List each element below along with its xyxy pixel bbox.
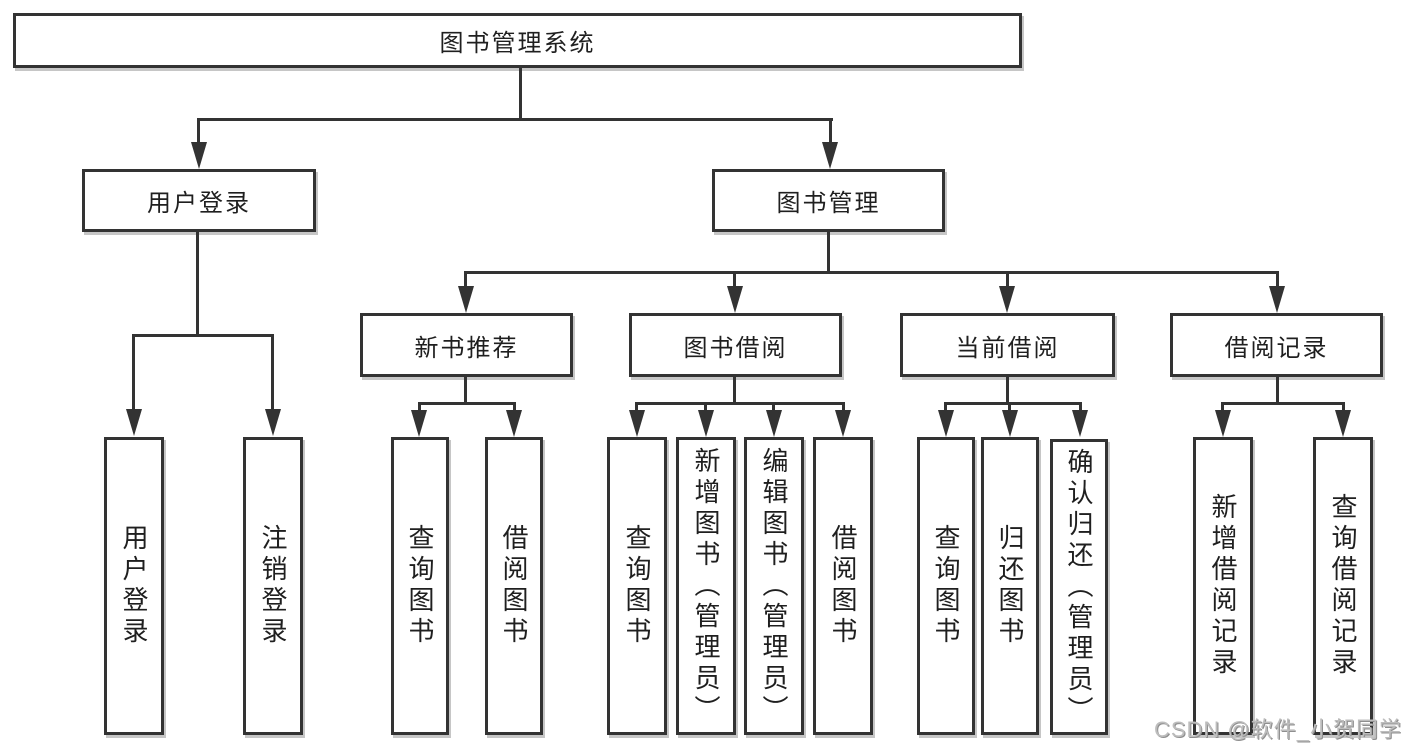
leaf-cb-confirm-return-admin: 确认归还（管理员） — [1050, 439, 1108, 735]
connector-line — [464, 271, 1279, 274]
leaf-nb-query-books: 查询图书 — [391, 437, 449, 735]
leaf-user-login-label: 用户登录 — [119, 524, 149, 648]
leaf-cb-return-books: 归还图书 — [981, 437, 1039, 735]
leaf-br-add-borrow-record: 新增借阅记录 — [1193, 437, 1253, 735]
node-root-label: 图书管理系统 — [439, 30, 596, 57]
arrow-head — [938, 410, 954, 437]
leaf-bb-query-books: 查询图书 — [607, 437, 667, 735]
connector-line — [733, 377, 736, 405]
arrow-head — [1072, 410, 1088, 437]
leaf-bb-add-books-admin: 新增图书（管理员） — [676, 437, 736, 735]
connector-line — [1276, 377, 1279, 405]
arrow-head — [698, 410, 714, 437]
watermark: CSDN @软件_小贺同学 — [1153, 717, 1402, 742]
leaf-nb-borrow-books: 借阅图书 — [485, 437, 543, 735]
node-current-borrowing-label: 当前借阅 — [955, 334, 1060, 362]
arrow-head — [999, 286, 1015, 313]
connector-line — [132, 334, 274, 337]
leaf-cb-query-books-label: 查询图书 — [931, 524, 961, 648]
connector-line — [1221, 402, 1224, 413]
connector-line — [1079, 402, 1082, 413]
node-book-management-label: 图书管理 — [776, 190, 881, 217]
node-user-login: 用户登录 — [82, 169, 316, 232]
connector-line — [944, 402, 947, 413]
leaf-bb-add-books-admin-label: 新增图书（管理员） — [691, 446, 721, 726]
connector-line — [733, 271, 736, 288]
node-borrowing-records-label: 借阅记录 — [1224, 334, 1329, 362]
connector-line — [418, 402, 421, 413]
connector-line — [418, 402, 516, 405]
node-book-management: 图书管理 — [712, 169, 945, 232]
connector-line — [1342, 402, 1345, 413]
leaf-bb-borrow-books-label: 借阅图书 — [828, 524, 858, 648]
node-current-borrowing: 当前借阅 — [900, 313, 1115, 377]
arrow-head — [191, 142, 207, 169]
arrow-head — [1269, 286, 1285, 313]
leaf-br-query-borrow-record-label: 查询借阅记录 — [1328, 493, 1358, 679]
connector-line — [132, 334, 135, 410]
leaf-cb-confirm-return-admin-label: 确认归还（管理员） — [1064, 447, 1094, 727]
connector-line — [513, 402, 516, 413]
connector-line — [635, 402, 638, 413]
arrow-head — [835, 410, 851, 437]
node-new-book-recommend: 新书推荐 — [360, 313, 573, 377]
leaf-bb-query-books-label: 查询图书 — [622, 524, 652, 648]
connector-line — [704, 402, 707, 413]
arrow-head — [126, 409, 142, 436]
connector-line — [772, 402, 775, 413]
connector-line — [944, 402, 1082, 405]
connector-line — [1008, 402, 1011, 413]
leaf-nb-borrow-books-label: 借阅图书 — [499, 524, 529, 648]
connector-line — [842, 402, 845, 413]
connector-line — [829, 118, 832, 146]
connector-line — [1221, 402, 1345, 405]
node-borrowing-records: 借阅记录 — [1170, 313, 1383, 377]
leaf-bb-edit-books-admin-label: 编辑图书（管理员） — [759, 446, 789, 726]
connector-line — [196, 232, 199, 337]
node-new-book-recommend-label: 新书推荐 — [414, 334, 519, 362]
node-user-login-label: 用户登录 — [147, 190, 251, 217]
leaf-bb-edit-books-admin: 编辑图书（管理员） — [744, 437, 804, 735]
connector-line — [464, 271, 467, 288]
arrow-head — [506, 410, 522, 437]
connector-line — [197, 118, 200, 146]
leaf-cb-return-books-label: 归还图书 — [995, 524, 1025, 648]
connector-line — [197, 118, 833, 121]
arrow-head — [1002, 410, 1018, 437]
leaf-br-query-borrow-record: 查询借阅记录 — [1313, 437, 1373, 735]
leaf-logout: 注销登录 — [243, 437, 303, 735]
arrow-head — [766, 410, 782, 437]
arrow-head — [458, 286, 474, 313]
arrow-head — [265, 409, 281, 436]
connector-line — [271, 334, 274, 410]
arrow-head — [1335, 410, 1351, 437]
connector-line — [464, 377, 467, 405]
arrow-head — [822, 142, 838, 169]
node-book-borrowing: 图书借阅 — [629, 313, 842, 377]
leaf-logout-label: 注销登录 — [258, 524, 288, 648]
leaf-nb-query-books-label: 查询图书 — [405, 524, 435, 648]
leaf-br-add-borrow-record-label: 新增借阅记录 — [1208, 493, 1238, 679]
connector-line — [1276, 271, 1279, 288]
connector-line — [827, 232, 830, 273]
leaf-user-login: 用户登录 — [104, 437, 164, 735]
arrow-head — [727, 286, 743, 313]
leaf-bb-borrow-books: 借阅图书 — [813, 437, 873, 735]
arrow-head — [629, 410, 645, 437]
connector-line — [1006, 377, 1009, 405]
connector-line — [519, 68, 522, 120]
node-root: 图书管理系统 — [13, 13, 1022, 68]
arrow-head — [1215, 410, 1231, 437]
connector-line — [635, 402, 845, 405]
arrow-head — [411, 410, 427, 437]
node-book-borrowing-label: 图书借阅 — [683, 334, 788, 362]
connector-line — [1006, 271, 1009, 288]
leaf-cb-query-books: 查询图书 — [917, 437, 975, 735]
